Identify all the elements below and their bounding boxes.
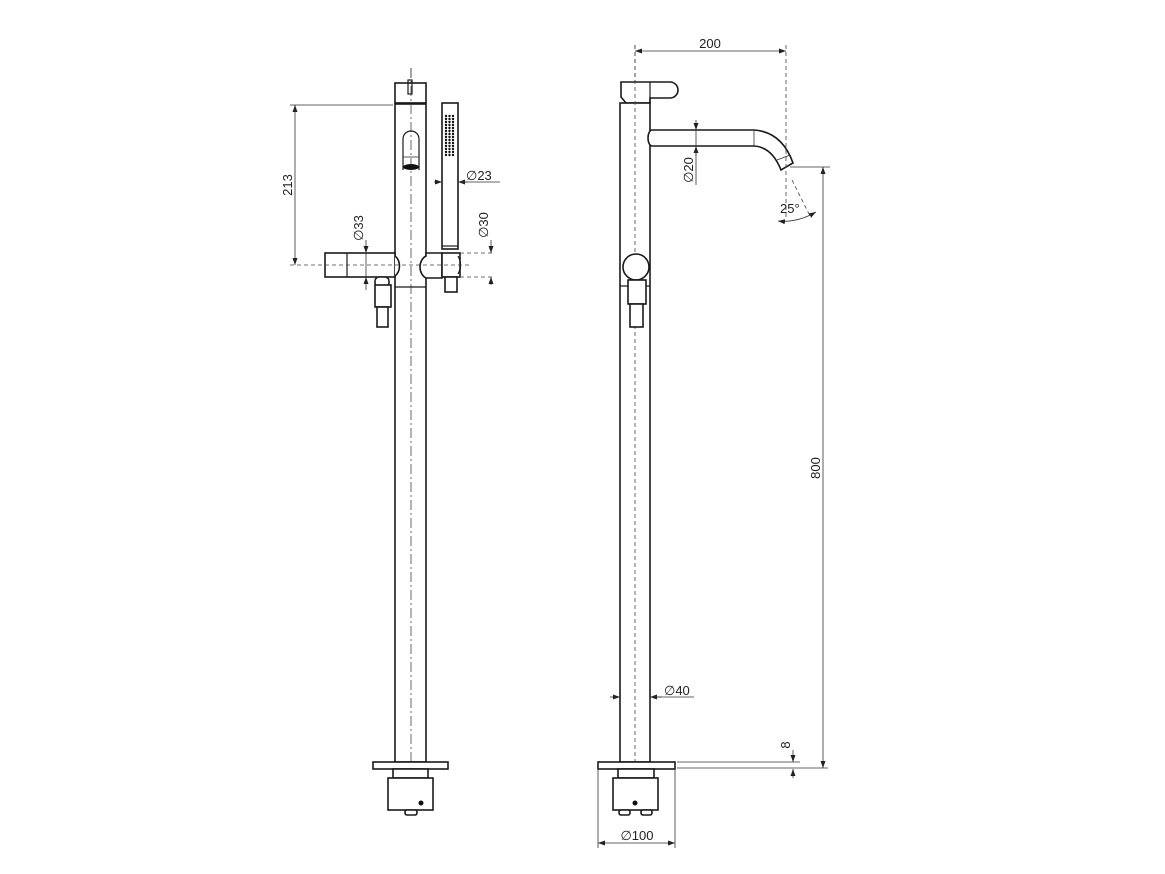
dim-angle-25-label: 25° bbox=[780, 201, 800, 216]
dim-8-label: 8 bbox=[778, 741, 793, 748]
nozzle-dot bbox=[448, 138, 451, 142]
side-base-collar bbox=[617, 768, 655, 779]
front-base-flange bbox=[372, 761, 449, 770]
dim-213-label: 213 bbox=[280, 174, 295, 196]
nozzle-dot bbox=[444, 150, 448, 154]
side-valve-ball bbox=[622, 253, 650, 281]
front-base-foot bbox=[404, 809, 418, 816]
front-slot bbox=[402, 130, 420, 170]
dim-dia-40-label: ∅40 bbox=[664, 683, 690, 698]
nozzle-dot bbox=[448, 129, 451, 133]
front-base-body bbox=[387, 777, 434, 811]
nozzle-dot bbox=[451, 144, 455, 148]
nozzle-dot bbox=[448, 135, 451, 139]
nozzle-dot bbox=[451, 129, 455, 133]
dim-dia-33-label: ∅33 bbox=[351, 215, 366, 241]
nozzle-dot bbox=[448, 117, 451, 121]
side-base-flange bbox=[597, 761, 676, 770]
dim-8: 8 bbox=[778, 741, 796, 778]
nozzle-dot bbox=[448, 141, 451, 145]
nozzle-dot bbox=[451, 153, 455, 157]
shower-nozzle-grid bbox=[444, 114, 455, 157]
nozzle-dot bbox=[448, 144, 451, 148]
front-shower-hose bbox=[444, 276, 458, 293]
dim-dia-23-label: ∅23 bbox=[466, 168, 492, 183]
nozzle-dot bbox=[448, 123, 451, 127]
nozzle-dot bbox=[451, 117, 455, 121]
nozzle-dot bbox=[444, 135, 448, 139]
nozzle-dot bbox=[444, 120, 448, 124]
nozzle-dot bbox=[451, 135, 455, 139]
dim-dia-100-label: ∅100 bbox=[620, 828, 653, 843]
nozzle-dot bbox=[444, 141, 448, 145]
nozzle-dot bbox=[451, 114, 455, 118]
nozzle-dot bbox=[444, 126, 448, 130]
dim-dia-20: ∅20 bbox=[681, 120, 699, 185]
nozzle-dot bbox=[448, 132, 451, 136]
front-top-cap bbox=[394, 82, 427, 104]
nozzle-dot bbox=[448, 120, 451, 124]
nozzle-dot bbox=[448, 147, 451, 151]
nozzle-dot bbox=[451, 120, 455, 124]
front-pipe bbox=[394, 103, 427, 763]
dim-dia-20-label: ∅20 bbox=[681, 157, 696, 183]
nozzle-dot bbox=[444, 114, 448, 118]
nozzle-dot bbox=[451, 138, 455, 142]
nozzle-dot bbox=[451, 123, 455, 127]
nozzle-dot bbox=[444, 144, 448, 148]
dim-dia-100: ∅100 bbox=[597, 770, 676, 848]
front-base-collar bbox=[392, 768, 429, 779]
front-hose-connector-left bbox=[374, 284, 392, 308]
dim-213: 213 bbox=[280, 104, 470, 266]
nozzle-dot bbox=[448, 150, 451, 154]
nozzle-dot bbox=[451, 132, 455, 136]
nozzle-dot bbox=[451, 150, 455, 154]
dim-dia-23: ∅23 bbox=[434, 168, 500, 185]
dim-dia-30-label: ∅30 bbox=[476, 212, 491, 238]
front-lever-pin bbox=[407, 79, 413, 95]
front-view: 213 ∅33 ∅23 ∅30 bbox=[280, 68, 500, 816]
nozzle-dot bbox=[444, 138, 448, 142]
nozzle-dot bbox=[444, 129, 448, 133]
dim-200: 200 bbox=[635, 36, 787, 220]
nozzle-dot bbox=[451, 141, 455, 145]
nozzle-dot bbox=[448, 114, 451, 118]
nozzle-dot bbox=[444, 117, 448, 121]
dim-dia-33: ∅33 bbox=[351, 215, 369, 290]
dim-dia-40: ∅40 bbox=[610, 683, 694, 700]
dim-800-label: 800 bbox=[808, 457, 823, 479]
dim-angle-25: 25° bbox=[777, 179, 817, 225]
nozzle-dot bbox=[444, 153, 448, 157]
side-hose-connector bbox=[627, 279, 647, 305]
side-view: 200 ∅20 25° 800 8 bbox=[597, 36, 830, 848]
nozzle-dot bbox=[444, 123, 448, 127]
nozzle-dot bbox=[444, 132, 448, 136]
dim-800: 800 bbox=[677, 166, 830, 769]
side-spout bbox=[647, 129, 794, 172]
dim-dia-30: ∅30 bbox=[460, 212, 495, 285]
nozzle-dot bbox=[448, 126, 451, 130]
nozzle-dot bbox=[448, 153, 451, 157]
nozzle-dot bbox=[451, 147, 455, 151]
nozzle-dot bbox=[451, 126, 455, 130]
dim-200-label: 200 bbox=[699, 36, 721, 51]
nozzle-dot bbox=[444, 147, 448, 151]
